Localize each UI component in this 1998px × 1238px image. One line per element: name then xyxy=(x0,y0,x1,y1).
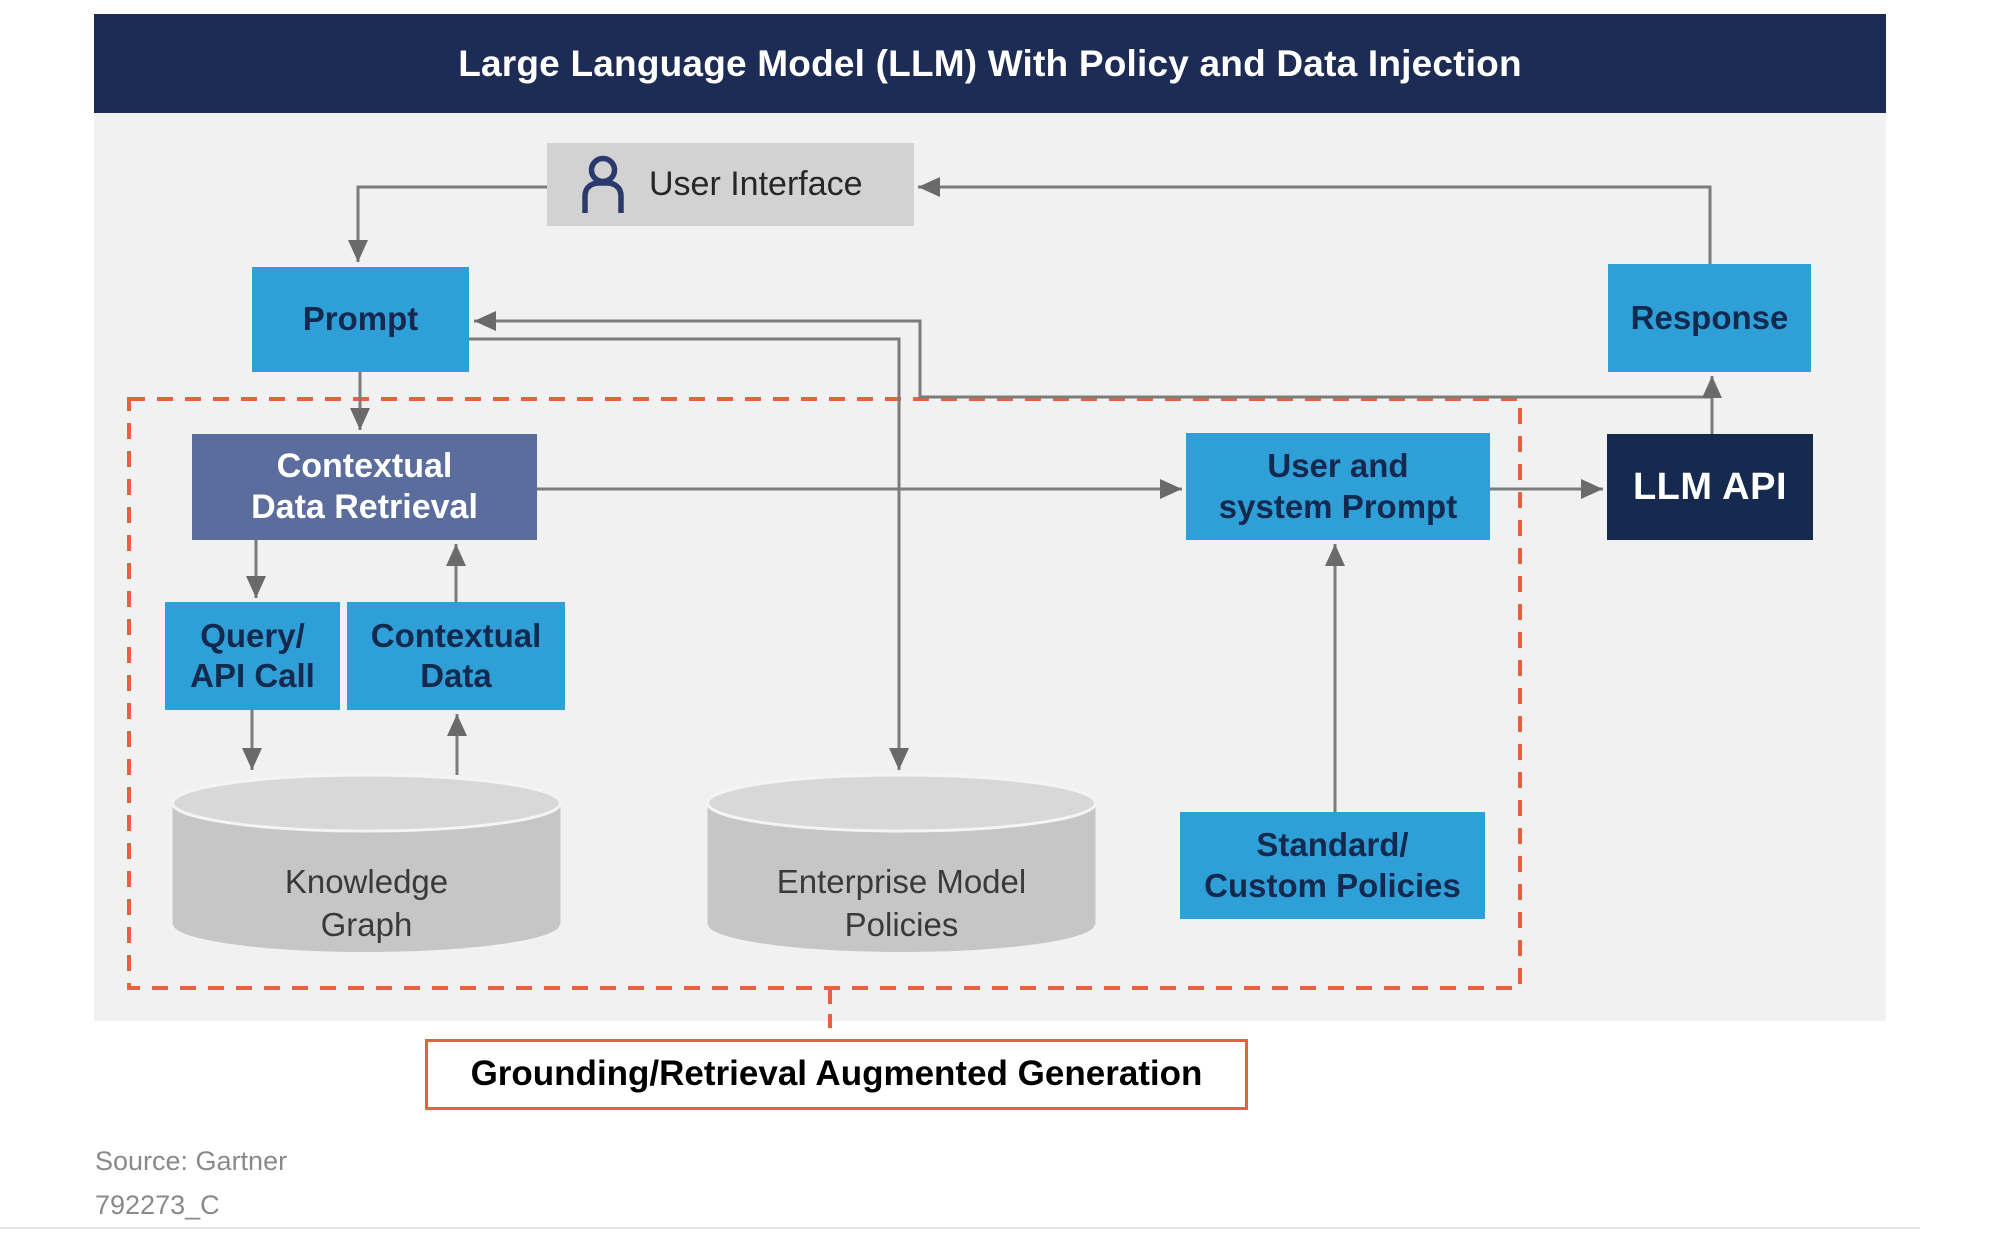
node-contextual-data: Contextual Data xyxy=(347,602,565,710)
query-api-call-label: Query/ API Call xyxy=(190,616,315,694)
user-and-system-prompt-label: User and system Prompt xyxy=(1218,447,1458,525)
node-user-interface: User Interface xyxy=(547,143,914,226)
diagram-title: Large Language Model (LLM) With Policy a… xyxy=(458,42,1522,84)
node-query-api-call: Query/ API Call xyxy=(165,602,340,710)
node-contextual-data-retrieval: Contextual Data Retrieval xyxy=(192,434,537,540)
response-label: Response xyxy=(1630,298,1789,336)
knowledge-graph-label: Knowledge Graph xyxy=(284,863,449,943)
node-standard-custom-policies: Standard/ Custom Policies xyxy=(1180,812,1485,919)
contextual-data-label: Contextual Data xyxy=(370,616,542,694)
grounding-region-label: Grounding/Retrieval Augmented Generation xyxy=(470,1054,1203,1094)
node-prompt: Prompt xyxy=(252,267,469,372)
grounding-region-label-box: Grounding/Retrieval Augmented Generation xyxy=(425,1039,1248,1110)
title-bar: Large Language Model (LLM) With Policy a… xyxy=(94,14,1886,113)
user-icon xyxy=(582,155,624,213)
bottom-divider xyxy=(0,1227,1920,1229)
node-llm-api: LLM API xyxy=(1607,434,1813,540)
enterprise-model-policies-label: Enterprise Model Policies xyxy=(776,863,1027,943)
figure-id: 792273_C xyxy=(95,1190,220,1220)
user-interface-label: User Interface xyxy=(649,164,863,203)
source-attribution: Source: Gartner xyxy=(95,1146,288,1176)
standard-custom-policies-label: Standard/ Custom Policies xyxy=(1204,826,1461,904)
llm-api-label: LLM API xyxy=(1632,465,1788,508)
contextual-data-retrieval-label: Contextual Data Retrieval xyxy=(251,446,478,526)
prompt-label: Prompt xyxy=(302,300,419,338)
node-response: Response xyxy=(1608,264,1811,372)
node-enterprise-model-policies: Enterprise Model Policies xyxy=(705,773,1098,957)
node-knowledge-graph: Knowledge Graph xyxy=(170,773,563,957)
node-user-and-system-prompt: User and system Prompt xyxy=(1186,433,1490,540)
